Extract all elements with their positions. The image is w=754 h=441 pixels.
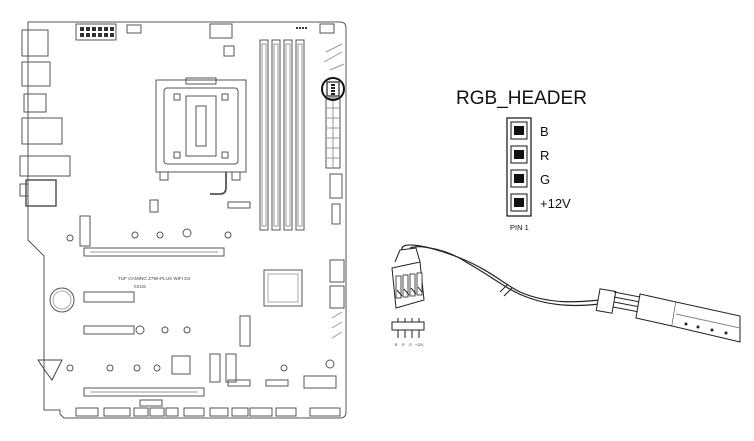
cmos-battery — [49, 287, 75, 313]
led-strip-dots — [684, 322, 728, 335]
m2-slot — [225, 353, 237, 383]
rear-io-block — [21, 117, 63, 145]
plug-pin-label-g: G — [409, 343, 412, 347]
header-pin-block — [506, 117, 532, 217]
rear-io-block — [21, 61, 51, 87]
atx-24pin-connector — [325, 97, 341, 169]
usb-header — [329, 173, 343, 199]
bottom-headers — [75, 399, 341, 417]
rear-io-block — [23, 93, 47, 113]
header-pins — [391, 318, 425, 338]
pin-4-cell — [510, 193, 528, 212]
cpu-socket — [155, 77, 247, 195]
pin-label-12v: +12V — [540, 196, 571, 211]
sata-connector — [329, 259, 345, 283]
cpu-power-connector — [75, 23, 117, 41]
chipset-heatsink — [263, 269, 303, 307]
pcie-x1-slot — [83, 325, 135, 335]
pin-square — [514, 150, 524, 159]
cmos-battery-inner — [52, 290, 72, 310]
screw-holes — [66, 325, 335, 372]
pin-square — [514, 174, 524, 183]
fan-header — [209, 23, 233, 39]
rgb-cable-illustration — [391, 244, 741, 343]
fan-header — [227, 201, 251, 209]
small-component — [149, 199, 159, 213]
board-outline — [27, 21, 347, 419]
pcie-x16-slot — [83, 247, 225, 257]
top-dots — [296, 27, 307, 29]
board-brand-text: /ISUS — [134, 284, 146, 289]
pin-label-g: G — [540, 172, 550, 187]
inline-connector — [595, 288, 641, 314]
fan-header — [126, 24, 142, 34]
pin-3-cell — [510, 169, 528, 188]
side-stripes — [331, 311, 343, 339]
motherboard — [19, 21, 347, 419]
small-header — [227, 379, 251, 387]
m2-slot — [239, 315, 251, 347]
plug-pin-label-r: R — [402, 343, 405, 347]
dimm-slots — [259, 39, 305, 231]
standoff — [66, 234, 74, 242]
pin-square — [514, 198, 524, 207]
small-header — [265, 379, 289, 387]
pin-square — [514, 126, 524, 135]
chipset-inner — [267, 273, 299, 303]
pcie-x16-slot-2 — [83, 387, 205, 397]
usb-header — [303, 375, 337, 389]
rear-io-block — [25, 179, 57, 207]
screw-holes — [131, 228, 232, 239]
header-title: RGB_HEADER — [456, 88, 587, 109]
small-component — [223, 45, 235, 57]
led-strip-connector — [635, 293, 741, 343]
pin1-label: PIN 1 — [510, 223, 529, 232]
m2-heatsink — [83, 291, 135, 303]
cable-break-mark — [499, 283, 513, 297]
tuf-logo — [37, 359, 63, 381]
rear-io-block — [21, 29, 49, 57]
rgb-header-highlight-circle — [321, 77, 345, 101]
tuf-board-logo — [323, 43, 345, 71]
rear-io-block — [19, 183, 29, 197]
pin-label-r: R — [540, 148, 549, 163]
m2-slot — [79, 215, 91, 247]
rear-io-block — [19, 155, 71, 177]
cpu-power-pins — [80, 27, 114, 37]
small-header — [331, 203, 341, 225]
m2-slot — [209, 353, 221, 383]
board-model-text: TUF GAMING Z790-PLUS WIFI D4 — [118, 276, 191, 281]
plug-pin-label-12v: +12V — [415, 343, 424, 347]
pin-1-cell — [510, 121, 528, 140]
plug-pin-label-b: B — [395, 343, 398, 347]
pin-2-cell — [510, 145, 528, 164]
chip — [171, 355, 191, 375]
fan-header — [319, 23, 335, 34]
cable-wire — [401, 244, 601, 303]
pin-label-b: B — [540, 124, 549, 139]
sata-connector — [329, 285, 345, 309]
cable-plug — [391, 247, 425, 309]
cable-wire — [409, 246, 601, 307]
rgb-header-board-pins — [331, 84, 335, 95]
